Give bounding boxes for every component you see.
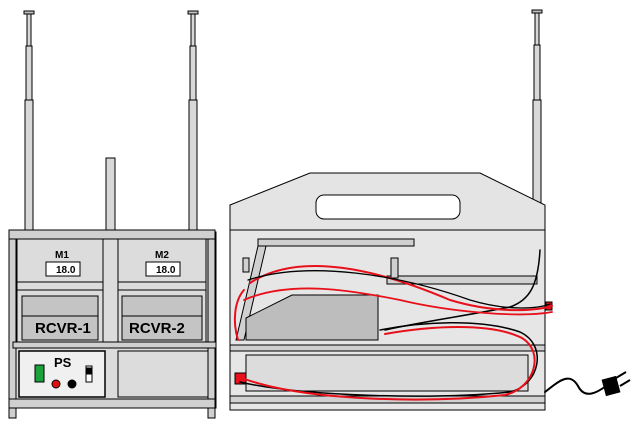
antenna-right — [187, 10, 199, 233]
receiver-block — [245, 294, 379, 341]
side-view — [229, 9, 553, 411]
module-1-tag: M1 — [55, 250, 69, 261]
module-1-readout-box — [45, 261, 81, 277]
right-bracket — [386, 275, 538, 285]
power-supply-label: PS — [54, 355, 72, 370]
power-supply — [18, 350, 106, 398]
module-2 — [117, 238, 207, 343]
module-1 — [16, 238, 104, 343]
receiver-2-display — [121, 295, 203, 341]
empty-bay — [117, 350, 209, 398]
bottom-rail — [8, 398, 216, 409]
receiver-1-label: RCVR-1 — [35, 320, 91, 337]
module-2-tag: M2 — [155, 250, 169, 261]
module-2-readout: 18.0 — [156, 265, 176, 276]
power-plug-icon — [601, 371, 631, 397]
angled-strut — [235, 245, 267, 341]
power-supply-unit-side — [245, 354, 529, 392]
module-2-readout-box — [145, 261, 181, 277]
module-1-readout: 18.0 — [56, 265, 76, 276]
mid-divider — [12, 341, 217, 349]
top-bracket — [257, 238, 415, 247]
cable-harness — [233, 249, 607, 401]
antenna-left — [23, 10, 35, 233]
receiver-2-label: RCVR-2 — [129, 320, 185, 337]
power-switch-icon — [34, 364, 45, 383]
bracket-post — [390, 257, 399, 279]
side-shelf — [229, 344, 546, 352]
red-jack-icon — [51, 379, 61, 389]
receiver-1-display — [21, 295, 99, 341]
top-rail — [8, 229, 216, 240]
right-rail — [207, 229, 216, 419]
carry-handle-slot — [315, 194, 461, 220]
front-view — [8, 10, 217, 419]
left-rail — [8, 229, 17, 419]
black-jack-icon — [67, 379, 77, 389]
